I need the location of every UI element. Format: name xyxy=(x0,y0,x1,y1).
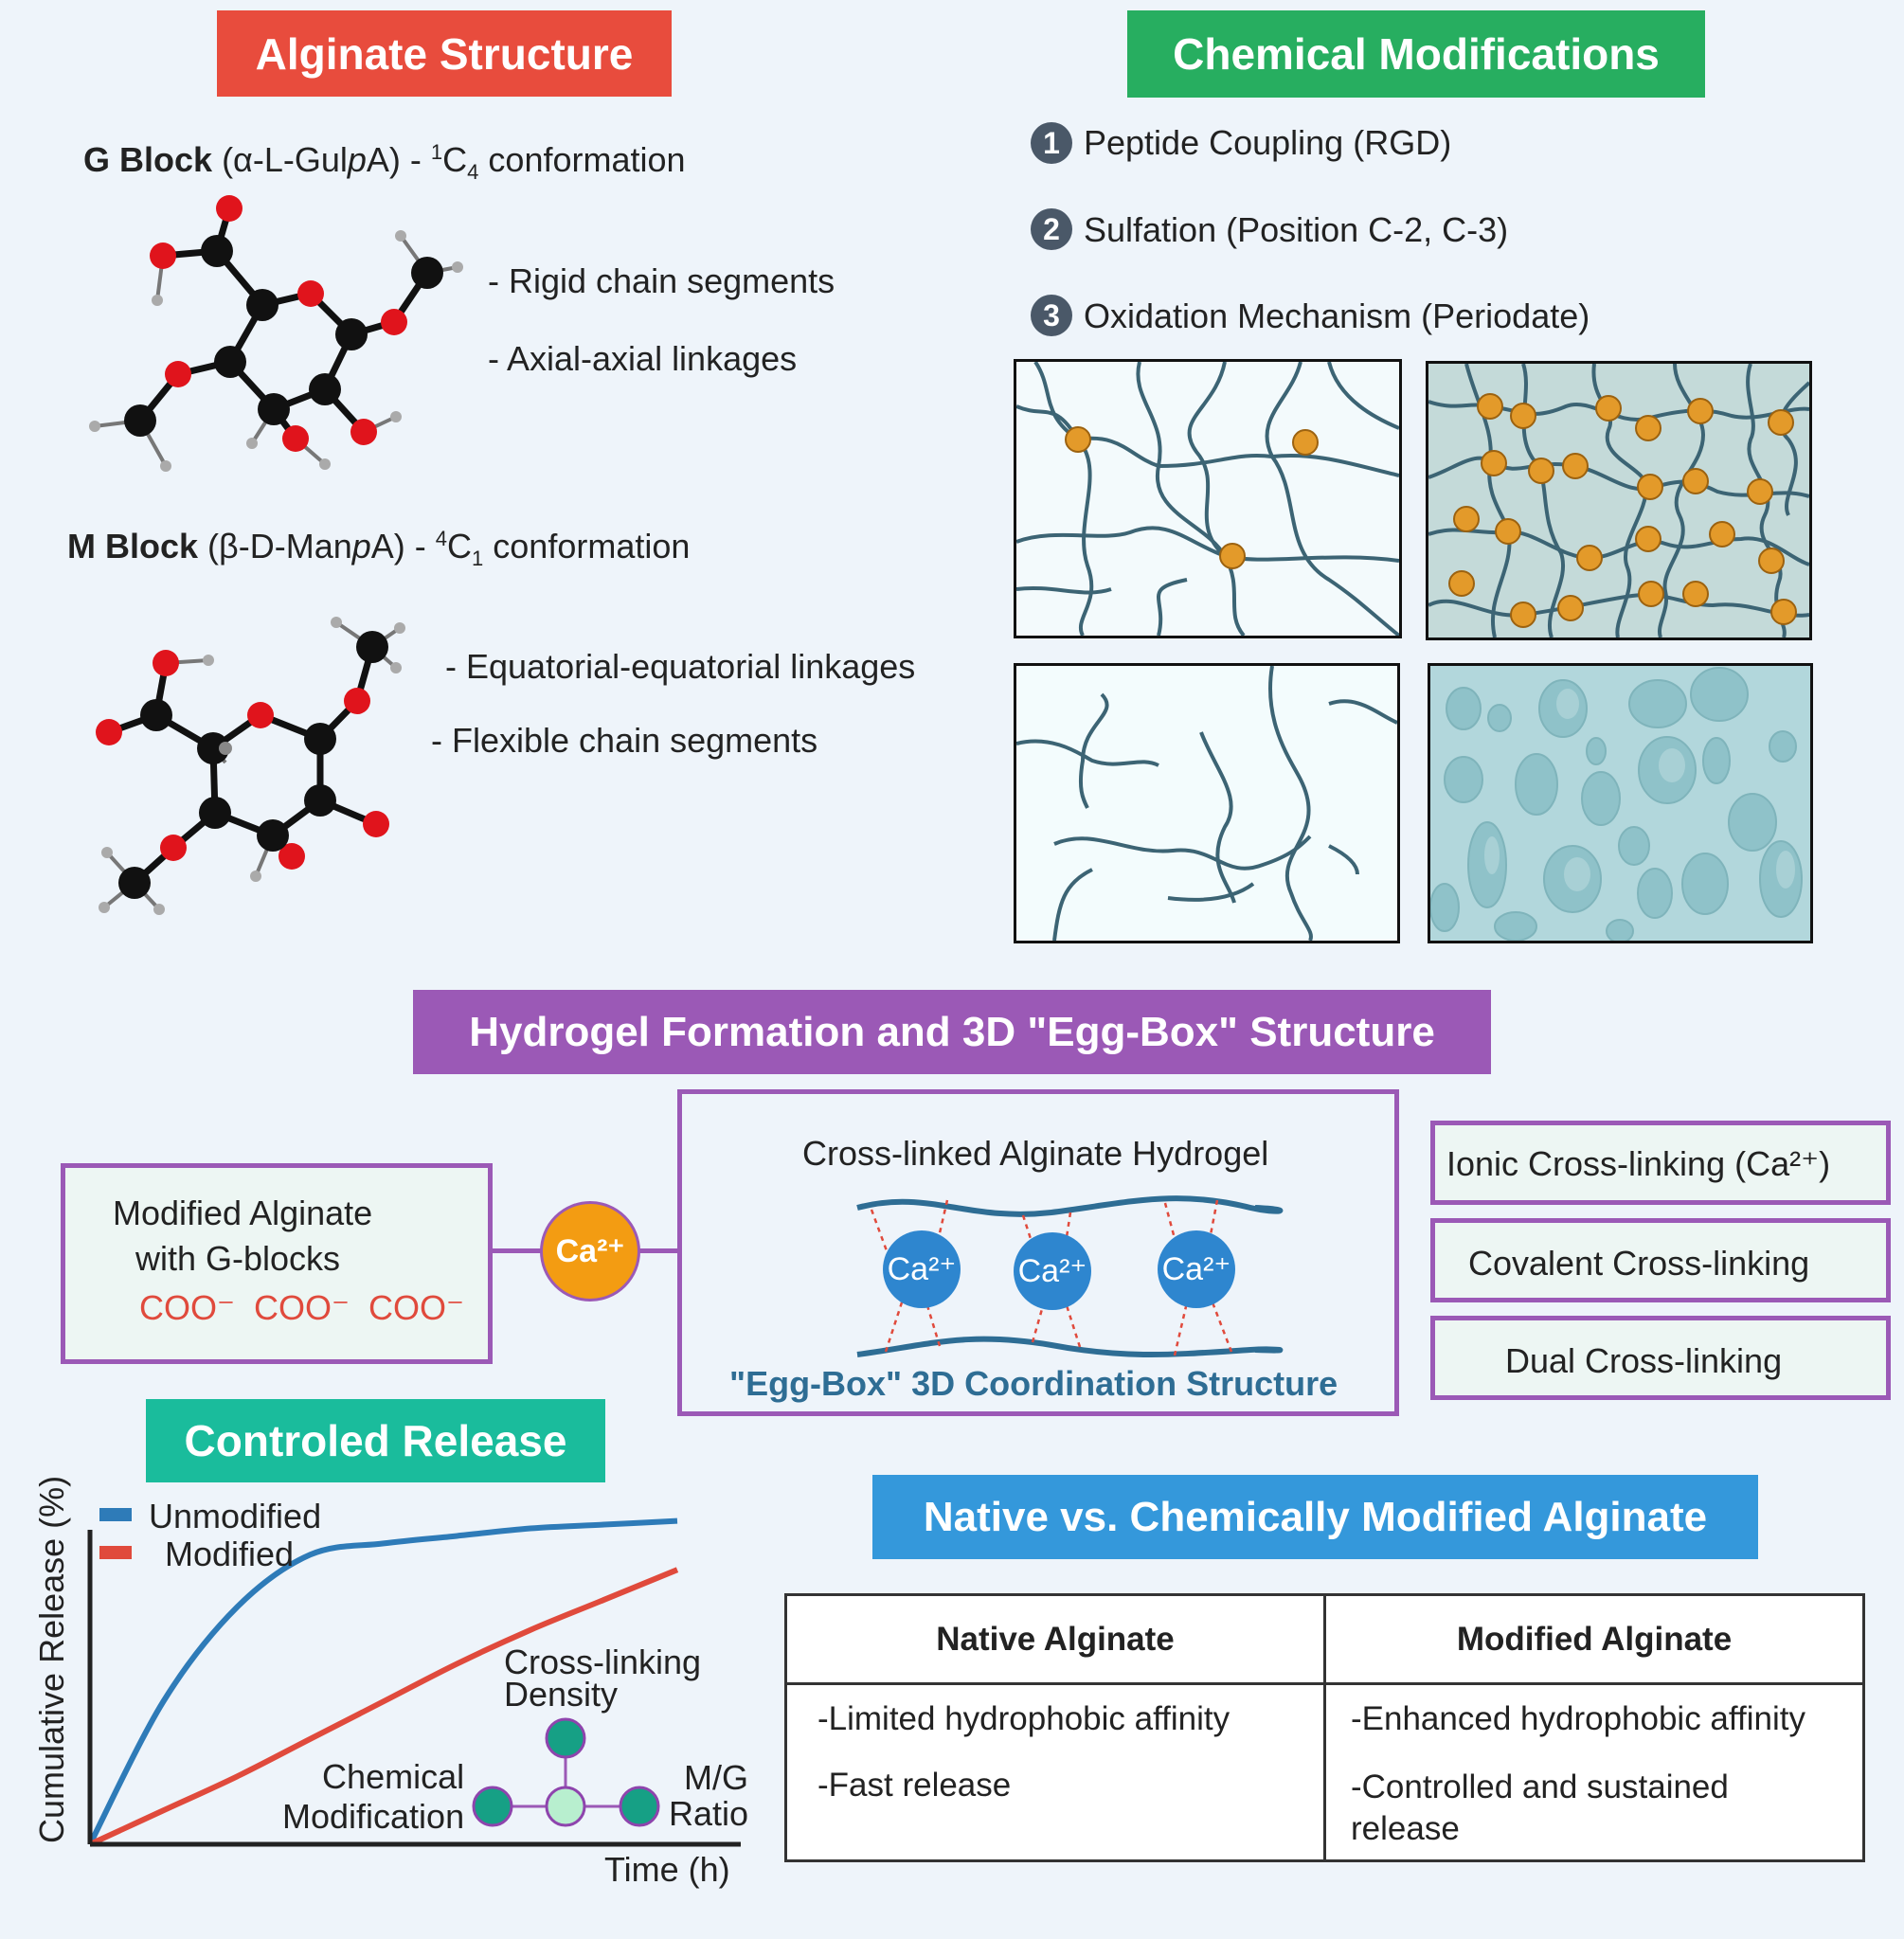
modified-alginate-line-2: with G-blocks xyxy=(135,1239,341,1278)
modified-item-2: -Controlled and sustained release xyxy=(1351,1768,1729,1847)
m-block-molecule xyxy=(96,617,405,915)
alginate-structure-header: Alginate Structure xyxy=(217,10,672,97)
g-block-molecule xyxy=(89,195,463,472)
hydrogel-formation-header: Hydrogel Formation and 3D "Egg-Box" Stru… xyxy=(413,990,1491,1074)
porous-structure-svg xyxy=(1430,667,1803,941)
sparse-network-svg xyxy=(1016,362,1399,636)
factor-node-center xyxy=(545,1786,586,1827)
native-vs-modified-header: Native vs. Chemically Modified Alginate xyxy=(872,1475,1758,1559)
release-chart: Unmodified Modified Cumulative Release (… xyxy=(0,1459,777,1913)
dense-network-svg xyxy=(1428,364,1809,637)
egg-box-ca-1: Ca²⁺ xyxy=(883,1230,961,1308)
egg-box-caption: "Egg-Box" 3D Coordination Structure xyxy=(729,1364,1338,1403)
crosslinked-title: Cross-linked Alginate Hydrogel xyxy=(802,1134,1269,1173)
modified-cell: -Enhanced hydrophobic affinity -Controll… xyxy=(1323,1682,1865,1862)
legend-swatch-unmodified xyxy=(99,1508,132,1521)
g-block-name: G Block xyxy=(83,140,213,179)
m-block-formula: (β-D-Man xyxy=(207,527,352,566)
factor-node-crosslink-density xyxy=(545,1717,586,1759)
calcium-ion-bubble: Ca²⁺ xyxy=(540,1201,640,1302)
g-block-conf-word: conformation xyxy=(478,140,686,179)
modification-label-2: Sulfation (Position C-2, C-3) xyxy=(1084,210,1509,249)
dense-crosslink-network-panel xyxy=(1426,361,1812,640)
chemical-modifications-header: Chemical Modifications xyxy=(1127,10,1705,98)
modified-item-1: -Enhanced hydrophobic affinity xyxy=(1351,1700,1805,1737)
m-block-conf-letter: C xyxy=(447,527,473,566)
modification-label-1: Peptide Coupling (RGD) xyxy=(1084,123,1452,162)
m-block-name: M Block xyxy=(67,527,199,566)
factor-label-crosslink-density: Cross-linking Density xyxy=(504,1643,702,1714)
egg-box-ca-3: Ca²⁺ xyxy=(1158,1230,1235,1308)
egg-box-ca-2: Ca²⁺ xyxy=(1014,1232,1091,1310)
crosslink-type-dual: Dual Cross-linking xyxy=(1430,1316,1891,1400)
release-chart-svg xyxy=(87,1508,741,1847)
sparse-crosslink-network-panel xyxy=(1014,359,1402,638)
crosslink-type-covalent: Covalent Cross-linking xyxy=(1430,1218,1891,1302)
m-block-conf-sup: 4 xyxy=(435,527,448,550)
native-item-1: -Limited hydrophobic affinity xyxy=(817,1700,1230,1737)
series-line-modified xyxy=(88,1567,679,1847)
g-block-formula-end: A) - xyxy=(366,140,431,179)
oxidized-chains-panel xyxy=(1014,663,1400,943)
modified-alginate-line-1: Modified Alginate xyxy=(113,1194,373,1232)
header-native: Native Alginate xyxy=(784,1593,1326,1685)
legend-label-unmodified: Unmodified xyxy=(149,1497,322,1535)
g-block-title: G Block (α-L-GulpA) - 1C4 conformation xyxy=(83,140,686,185)
modified-alginate-box: Modified Alginate with G-blocks COO⁻ COO… xyxy=(61,1163,493,1364)
y-axis-label: Cumulative Release (%) xyxy=(32,1475,71,1843)
g-block-formula-italic: p xyxy=(347,140,367,179)
g-block-conf-sup: 1 xyxy=(430,140,443,164)
factor-label-chemical-modification: Chemical Modification xyxy=(282,1757,465,1836)
m-block-formula-italic: p xyxy=(351,527,371,566)
native-cell: -Limited hydrophobic affinity -Fast rele… xyxy=(784,1682,1326,1862)
comparison-table: Native Alginate Modified Alginate -Limit… xyxy=(784,1593,1865,1862)
m-block-note-2: - Flexible chain segments xyxy=(431,721,818,760)
modification-label-3: Oxidation Mechanism (Periodate) xyxy=(1084,296,1590,335)
crosslinked-hydrogel-box: Cross-linked Alginate Hydrogel Ca²⁺ Ca²⁺… xyxy=(677,1089,1399,1416)
g-block-note-1: - Rigid chain segments xyxy=(488,261,835,300)
m-block-note-1: - Equatorial-equatorial linkages xyxy=(445,647,916,686)
cleaved-chains-svg xyxy=(1016,666,1397,941)
coo-label-3: COO⁻ xyxy=(368,1288,465,1327)
coo-label-1: COO⁻ xyxy=(139,1288,236,1327)
crosslink-type-ionic-label: Ionic Cross-linking (Ca²⁺) xyxy=(1446,1144,1831,1183)
m-block-conf-sub: 1 xyxy=(472,547,484,571)
native-item-2: -Fast release xyxy=(817,1767,1012,1804)
controlled-release-header: Controled Release xyxy=(146,1399,605,1482)
m-block-conf-word: conformation xyxy=(483,527,691,566)
comparison-table-grid: Native Alginate Modified Alginate -Limit… xyxy=(784,1593,1865,1862)
g-block-note-2: - Axial-axial linkages xyxy=(488,339,798,378)
factor-node-chemical-modification xyxy=(472,1786,513,1827)
factor-network xyxy=(472,1717,660,1827)
modification-number-1: 1 xyxy=(1031,122,1072,164)
coo-label-2: COO⁻ xyxy=(254,1288,350,1327)
m-block-title: M Block (β-D-ManpA) - 4C1 conformation xyxy=(67,527,690,571)
porous-hydrogel-panel xyxy=(1428,663,1813,943)
series-line-unmodified xyxy=(87,1517,678,1846)
g-block-formula: (α-L-Gul xyxy=(222,140,348,179)
factor-label-mg-ratio: M/G Ratio xyxy=(669,1758,749,1833)
modification-number-2: 2 xyxy=(1031,208,1072,250)
connector-line-right xyxy=(639,1248,681,1253)
modification-number-3: 3 xyxy=(1031,295,1072,336)
legend-label-modified: Modified xyxy=(165,1535,295,1573)
crosslink-type-ionic: Ionic Cross-linking (Ca²⁺) xyxy=(1430,1121,1891,1205)
factor-node-mg-ratio xyxy=(619,1786,660,1827)
x-axis-label: Time (h) xyxy=(604,1850,730,1889)
connector-line-left xyxy=(491,1248,543,1253)
m-block-formula-end: A) - xyxy=(370,527,436,566)
g-block-conf-sub: 4 xyxy=(467,160,479,185)
legend-swatch-modified xyxy=(99,1546,132,1559)
g-block-conf-letter: C xyxy=(442,140,468,179)
header-modified: Modified Alginate xyxy=(1323,1593,1865,1685)
crosslink-type-dual-label: Dual Cross-linking xyxy=(1505,1341,1783,1380)
crosslink-type-covalent-label: Covalent Cross-linking xyxy=(1468,1244,1810,1283)
